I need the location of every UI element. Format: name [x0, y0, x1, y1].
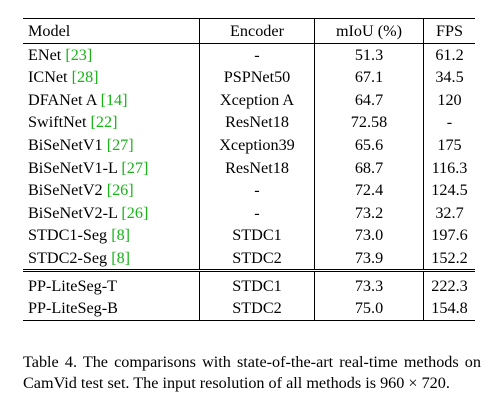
- table-row: BiSeNetV2-L [26] - 73.2 32.7: [23, 201, 475, 225]
- miou-cell: 73.0: [314, 224, 424, 247]
- header-miou: mIoU (%): [314, 18, 424, 43]
- table-row-ours: PP-LiteSeg-T STDC1 73.3 222.3: [23, 269, 475, 298]
- model-cell: BiSeNetV1 [27]: [23, 133, 200, 157]
- table-row: BiSeNetV1-L [27] ResNet18 68.7 116.3: [23, 156, 475, 180]
- table-row: STDC1-Seg [8] STDC1 73.0 197.6: [23, 224, 475, 247]
- encoder-cell: ResNet18: [199, 156, 315, 180]
- encoder-cell: STDC2: [199, 246, 315, 271]
- fps-cell: 120: [437, 90, 462, 109]
- encoder-cell: -: [199, 201, 315, 225]
- citation-link[interactable]: [8]: [111, 226, 131, 245]
- fps-cell: 32.7: [435, 203, 464, 222]
- table-header-row: Model Encoder mIoU (%) FPS: [23, 18, 475, 43]
- encoder-cell: Xception39: [199, 133, 315, 157]
- fps-cell: 124.5: [431, 181, 468, 200]
- miou-cell: 72.58: [314, 111, 424, 134]
- model-cell: STDC1-Seg [8]: [23, 224, 200, 247]
- miou-cell-best: 75.0: [314, 297, 424, 321]
- model-name: ICNet: [28, 68, 72, 87]
- table-row: STDC2-Seg [8] STDC2 73.9 152.2: [23, 246, 475, 271]
- miou-cell: 73.3: [314, 269, 424, 298]
- model-cell: DFANet A [14]: [23, 88, 200, 112]
- miou-cell: 73.9: [314, 246, 424, 271]
- fps-cell: 61.2: [435, 45, 464, 64]
- model-cell: ICNet [28]: [23, 66, 200, 89]
- model-cell: STDC2-Seg [8]: [23, 246, 200, 271]
- citation-link[interactable]: [27]: [106, 136, 134, 155]
- miou-cell: 67.1: [314, 66, 424, 89]
- citation-link[interactable]: [27]: [121, 158, 149, 177]
- encoder-cell: Xception A: [199, 88, 315, 112]
- table-caption: Table 4. The comparisons with state-of-t…: [23, 353, 481, 392]
- table-row-ours: PP-LiteSeg-B STDC2 75.0 154.8: [23, 297, 475, 321]
- model-name: DFANet A: [28, 90, 101, 109]
- table-row: ENet [23] - 51.3 61.2: [23, 43, 475, 67]
- citation-link[interactable]: [26]: [121, 203, 149, 222]
- table-row: BiSeNetV1 [27] Xception39 65.6 175: [23, 133, 475, 157]
- fps-cell: 175: [437, 136, 462, 155]
- table-row: ICNet [28] PSPNet50 67.1 34.5: [23, 66, 475, 89]
- model-cell: BiSeNetV1-L [27]: [23, 156, 200, 180]
- model-name: BiSeNetV1: [28, 136, 107, 155]
- citation-link[interactable]: [22]: [90, 113, 118, 132]
- fps-cell: -: [446, 113, 453, 132]
- citation-link[interactable]: [23]: [65, 45, 93, 64]
- citation-link[interactable]: [8]: [111, 249, 131, 268]
- miou-cell: 64.7: [314, 88, 424, 112]
- comparison-table: Model Encoder mIoU (%) FPS ENet [23] - 5…: [23, 18, 475, 321]
- model-cell: SwiftNet [22]: [23, 111, 200, 134]
- table-row: BiSeNetV2 [26] - 72.4 124.5: [23, 179, 475, 202]
- model-cell: BiSeNetV2-L [26]: [23, 201, 200, 225]
- model-cell: ENet [23]: [23, 43, 200, 67]
- encoder-cell: -: [199, 179, 315, 202]
- header-encoder: Encoder: [199, 18, 315, 43]
- fps-cell: 154.8: [423, 297, 475, 321]
- citation-link[interactable]: [26]: [106, 181, 134, 200]
- encoder-cell: ResNet18: [199, 111, 315, 134]
- miou-cell: 65.6: [314, 133, 424, 157]
- model-cell: BiSeNetV2 [26]: [23, 179, 200, 202]
- model-name: STDC1-Seg: [28, 226, 112, 245]
- model-cell: PP-LiteSeg-B: [23, 297, 200, 321]
- citation-link[interactable]: [14]: [100, 90, 128, 109]
- miou-cell: 68.7: [314, 156, 424, 180]
- miou-cell: 51.3: [314, 43, 424, 67]
- fps-cell: 152.2: [431, 249, 468, 268]
- miou-cell: 72.4: [314, 179, 424, 202]
- fps-cell: 197.6: [431, 226, 468, 245]
- fps-cell: 34.5: [435, 68, 464, 87]
- header-fps: FPS: [435, 21, 463, 40]
- miou-cell: 73.2: [314, 201, 424, 225]
- header-model: Model: [23, 18, 200, 43]
- model-cell: PP-LiteSeg-T: [23, 269, 200, 298]
- encoder-cell: STDC2: [199, 297, 315, 321]
- citation-link[interactable]: [28]: [71, 68, 99, 87]
- fps-cell-best: 222.3: [423, 269, 475, 298]
- model-name: BiSeNetV2-L: [28, 203, 122, 222]
- model-name: SwiftNet: [28, 113, 91, 132]
- encoder-cell: -: [199, 43, 315, 67]
- model-name: BiSeNetV2: [28, 181, 107, 200]
- model-name: BiSeNetV1-L: [28, 158, 122, 177]
- encoder-cell: PSPNet50: [199, 66, 315, 89]
- fps-cell: 116.3: [431, 158, 468, 177]
- encoder-cell: STDC1: [199, 224, 315, 247]
- encoder-cell: STDC1: [199, 269, 315, 298]
- table-row: DFANet A [14] Xception A 64.7 120: [23, 88, 475, 112]
- table-row: SwiftNet [22] ResNet18 72.58 -: [23, 111, 475, 134]
- model-name: ENet: [28, 45, 66, 64]
- model-name: STDC2-Seg: [28, 249, 112, 268]
